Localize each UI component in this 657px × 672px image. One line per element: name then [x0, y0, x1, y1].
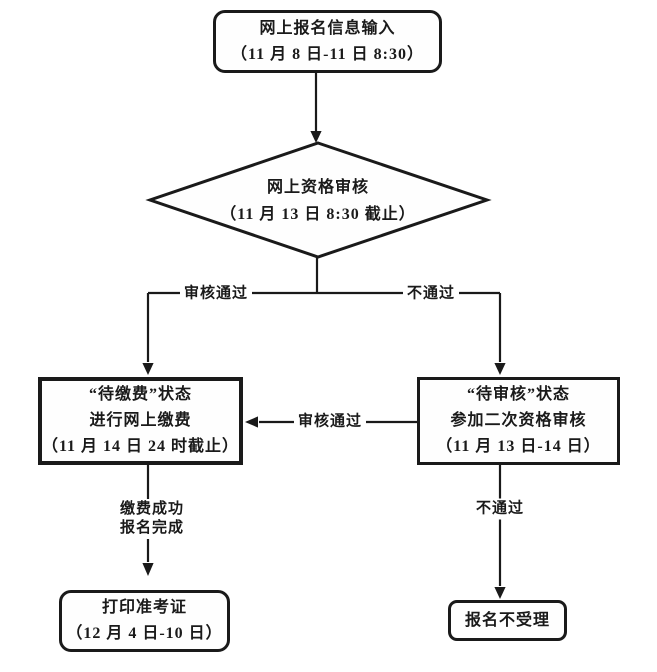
edge-label-pay-success-line1: 缴费成功	[119, 501, 185, 517]
node-start-date: （11 月 8 日-11 日 8:30）	[231, 45, 424, 63]
node-decision-date: （11 月 13 日 8:30 截止）	[220, 206, 416, 223]
node-recheck-status: “待审核”状态	[466, 386, 570, 403]
node-pay-date: （11 月 14 日 24 时截止）	[41, 438, 240, 455]
node-start: 网上报名信息输入 （11 月 8 日-11 日 8:30）	[213, 10, 442, 73]
arrowhead-into-print	[142, 563, 154, 576]
node-decision-title: 网上资格审核	[266, 179, 369, 196]
node-print-title: 打印准考证	[101, 599, 187, 616]
edge-label-pass-mid: 审核通过	[293, 411, 367, 433]
node-reject: 报名不受理	[448, 600, 567, 641]
arrowhead-into-decision	[310, 131, 322, 143]
edge-label-pay-success-line2: 报名完成	[119, 520, 185, 536]
edge-label-pay-success: 缴费成功 报名完成	[115, 499, 189, 539]
node-pay-action: 进行网上缴费	[89, 412, 192, 429]
arrowhead-into-pay-side	[245, 416, 258, 428]
edge-label-pass-left: 审核通过	[179, 283, 253, 305]
edge-label-fail-right: 不通过	[402, 283, 460, 305]
node-recheck: “待审核”状态 参加二次资格审核 （11 月 13 日-14 日）	[417, 377, 620, 465]
node-recheck-date: （11 月 13 日-14 日）	[436, 438, 601, 455]
edge-label-fail-bottom: 不通过	[471, 498, 529, 520]
arrowhead-into-pay	[142, 363, 154, 375]
arrowhead-into-reject	[494, 587, 506, 599]
node-start-title: 网上报名信息输入	[259, 19, 396, 37]
node-pay: “待缴费”状态 进行网上缴费 （11 月 14 日 24 时截止）	[38, 377, 243, 465]
node-print: 打印准考证 （12 月 4 日-10 日）	[59, 590, 230, 652]
node-recheck-action: 参加二次资格审核	[450, 412, 587, 429]
node-pay-status: “待缴费”状态	[88, 386, 192, 403]
node-print-date: （12 月 4 日-10 日）	[66, 625, 223, 642]
node-reject-title: 报名不受理	[464, 611, 550, 629]
arrowhead-into-recheck	[494, 363, 506, 375]
node-decision: 网上资格审核 （11 月 13 日 8:30 截止）	[188, 170, 448, 232]
